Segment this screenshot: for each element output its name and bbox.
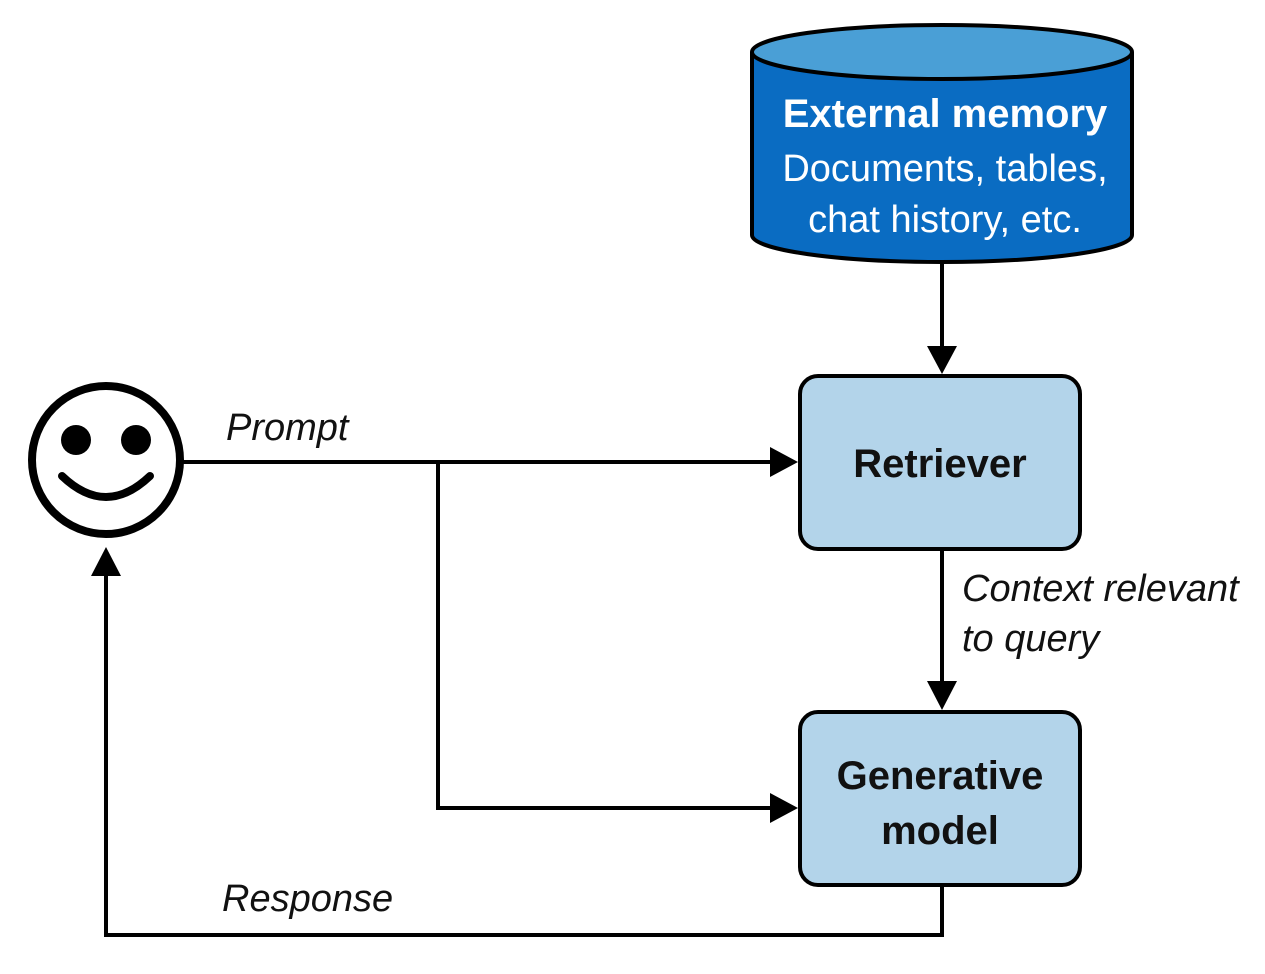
retriever-rect — [798, 374, 1082, 551]
database-title: External memory — [783, 92, 1108, 136]
retriever-label: Retriever — [853, 442, 1026, 486]
response-label: Response — [222, 878, 393, 920]
generative-model-rect — [798, 710, 1082, 887]
smiley-face-icon — [28, 382, 184, 538]
generative-model-label-line1: Generative — [837, 754, 1044, 798]
database-top — [750, 23, 1134, 81]
generative-model-label-line2: model — [881, 809, 999, 853]
retriever-box: Retriever — [798, 374, 1082, 551]
database-subtitle-line1: Documents, tables, — [782, 148, 1107, 190]
context-label-line2: to query — [962, 618, 1101, 660]
prompt-label: Prompt — [226, 407, 350, 449]
database-subtitle-line2: chat history, etc. — [808, 199, 1082, 241]
context-label-line1: Context relevant — [962, 568, 1240, 610]
arrow-prompt-to-model — [436, 462, 798, 823]
arrow-prompt-to-retriever — [182, 447, 798, 477]
external-memory-database: External memory Documents, tables, chat … — [750, 23, 1134, 264]
arrow-retriever-to-model — [927, 551, 957, 710]
generative-model-box: Generative model — [798, 710, 1082, 887]
arrow-response-to-user — [91, 547, 944, 937]
arrow-memory-to-retriever — [927, 262, 957, 374]
